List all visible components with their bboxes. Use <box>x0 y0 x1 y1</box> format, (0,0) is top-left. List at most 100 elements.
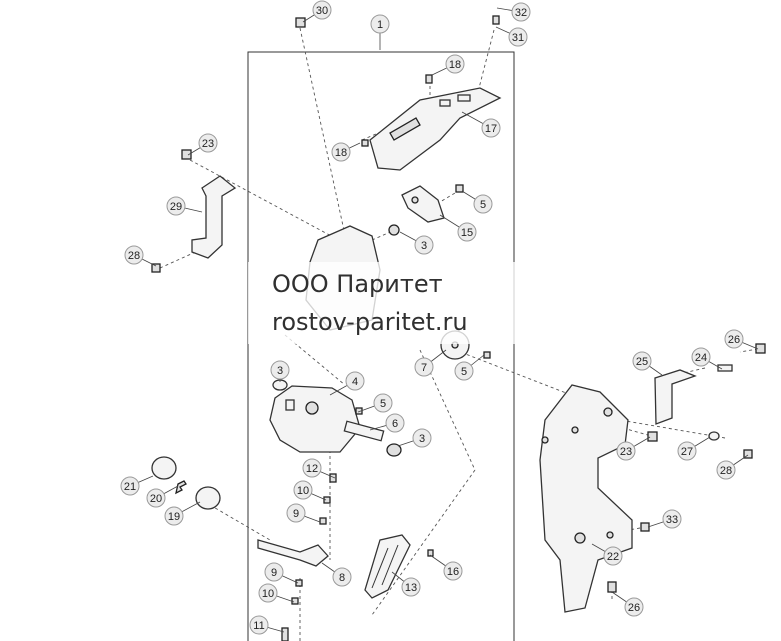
callout-circle-28 <box>124 245 144 265</box>
callout-circle-26 <box>624 597 644 617</box>
watermark: ООО Паритет rostov-paritet.ru <box>248 262 538 344</box>
callout-label-33: 33 <box>666 514 678 526</box>
callout-label-28: 28 <box>128 250 140 262</box>
callout-label-12: 12 <box>306 463 318 475</box>
part-6-shaft <box>343 420 402 457</box>
callout-circle-3 <box>414 235 434 255</box>
callout-circle-19 <box>164 506 184 526</box>
part-17-bracket <box>369 87 502 171</box>
screw-12 <box>329 473 337 483</box>
callout-circle-12 <box>302 458 322 478</box>
callout-label-10: 10 <box>262 588 274 600</box>
callout-label-28: 28 <box>720 465 732 477</box>
screw-18b <box>361 139 369 147</box>
callout-label-26: 26 <box>628 602 640 614</box>
callout-circle-3 <box>412 428 432 448</box>
callout-label-5: 5 <box>461 366 467 378</box>
part-25-bracket <box>654 369 697 425</box>
callout-label-30: 30 <box>316 5 328 17</box>
callout-label-25: 25 <box>636 356 648 368</box>
callout-circle-6 <box>385 413 405 433</box>
callout-label-19: 19 <box>168 511 180 523</box>
callout-circle-5 <box>373 393 393 413</box>
callout-circle-11 <box>249 615 269 635</box>
ring-9b <box>295 579 303 587</box>
bolt-28b <box>743 449 753 459</box>
screw-5c <box>483 351 491 359</box>
pin-31 <box>492 15 500 25</box>
callout-circle-25 <box>632 351 652 371</box>
pin-11 <box>281 627 289 641</box>
fasteners <box>151 15 766 641</box>
bolt-23b <box>647 431 658 442</box>
bolt-28a <box>151 263 161 273</box>
callout-label-15: 15 <box>461 227 473 239</box>
part-8-lever <box>257 539 329 567</box>
callout-label-8: 8 <box>339 572 345 584</box>
callout-circle-16 <box>443 561 463 581</box>
callout-label-1: 1 <box>377 19 383 31</box>
callout-circle-18 <box>445 54 465 74</box>
callout-circle-20 <box>146 488 166 508</box>
screw-5a <box>455 184 464 193</box>
part-15 <box>401 185 445 223</box>
callout-circle-5 <box>473 194 493 214</box>
callout-circle-3 <box>270 360 290 380</box>
callout-circle-24 <box>691 347 711 367</box>
callout-circle-5 <box>454 361 474 381</box>
callout-label-7: 7 <box>421 362 427 374</box>
callout-label-16: 16 <box>447 566 459 578</box>
callout-circle-9 <box>264 562 284 582</box>
part-13 <box>364 534 411 599</box>
washer-10a <box>323 496 331 504</box>
callout-circle-23 <box>198 133 218 153</box>
callout-label-3: 3 <box>419 433 425 445</box>
callout-circle-7 <box>414 357 434 377</box>
callout-circle-18 <box>331 142 351 162</box>
screw-18a <box>425 74 433 84</box>
pin-16 <box>427 549 434 557</box>
callout-circle-22 <box>603 546 623 566</box>
watermark-site: rostov-paritet.ru <box>272 308 468 336</box>
callout-label-17: 17 <box>485 123 497 135</box>
washer-10b <box>291 597 299 605</box>
callout-label-6: 6 <box>392 418 398 430</box>
callout-circle-26 <box>724 329 744 349</box>
callout-label-18: 18 <box>449 59 461 71</box>
nut-3a <box>388 224 400 236</box>
callout-circle-9 <box>286 503 306 523</box>
part-4-housing <box>269 385 361 453</box>
callout-circle-27 <box>677 441 697 461</box>
callout-circle-4 <box>345 371 365 391</box>
bolt-23a <box>181 149 192 160</box>
part-22-plate <box>539 384 633 613</box>
bolt-33 <box>640 522 650 532</box>
knob-set <box>151 456 221 510</box>
callout-circle-29 <box>166 196 186 216</box>
nut-30 <box>295 17 306 28</box>
callout-circle-10 <box>258 583 278 603</box>
part-29-bracket <box>191 175 237 259</box>
callout-label-4: 4 <box>352 376 358 388</box>
callout-label-5: 5 <box>380 398 386 410</box>
part-24-bolt <box>717 364 733 372</box>
callout-label-21: 21 <box>124 481 136 493</box>
callout-label-23: 23 <box>620 446 632 458</box>
callout-label-32: 32 <box>515 7 527 19</box>
callout-circle-17 <box>481 118 501 138</box>
callout-circle-30 <box>312 0 332 20</box>
callout-circle-13 <box>401 577 421 597</box>
callout-circle-10 <box>293 480 313 500</box>
bolt-26b <box>607 581 617 593</box>
callout-label-24: 24 <box>695 352 707 364</box>
callout-circle-28 <box>716 460 736 480</box>
callout-label-9: 9 <box>271 567 277 579</box>
callout-label-26: 26 <box>728 334 740 346</box>
callout-label-3: 3 <box>421 240 427 252</box>
watermark-company: ООО Паритет <box>272 270 443 298</box>
callout-label-31: 31 <box>512 32 524 44</box>
callout-label-20: 20 <box>150 493 162 505</box>
callout-label-9: 9 <box>293 508 299 520</box>
callout-circle-21 <box>120 476 140 496</box>
